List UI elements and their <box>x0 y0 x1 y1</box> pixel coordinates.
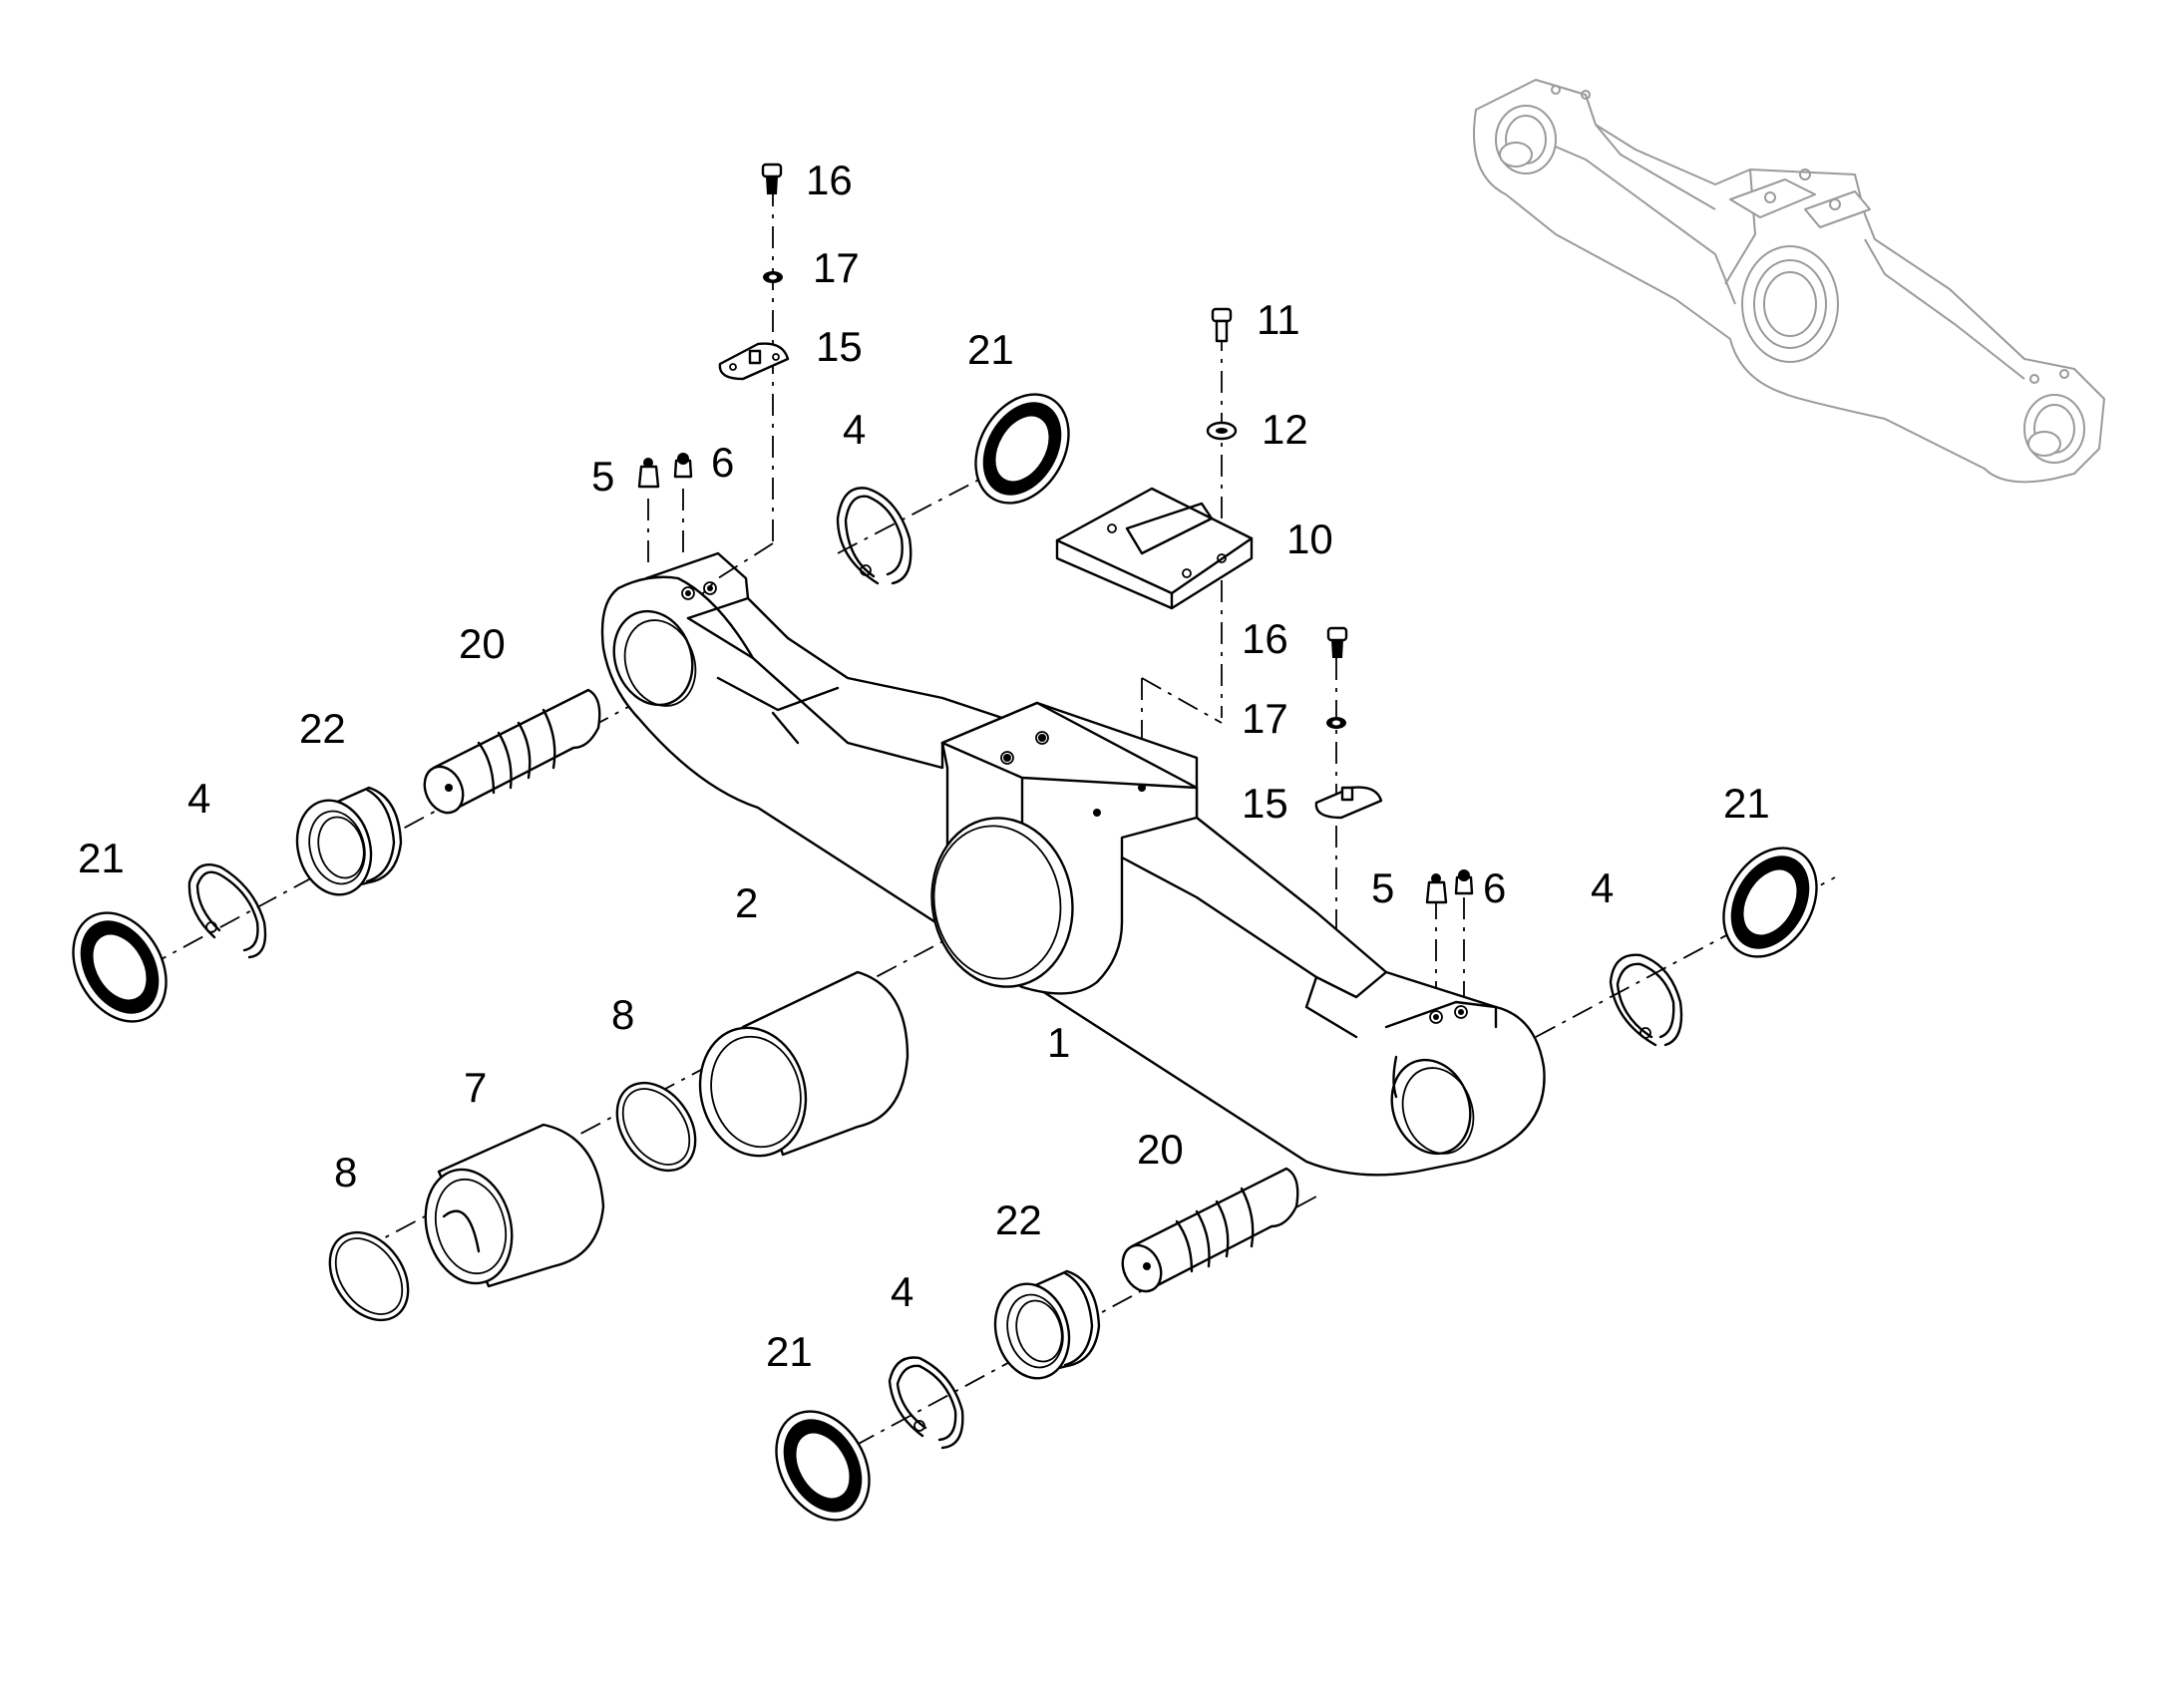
label-6-left: 6 <box>711 439 734 486</box>
pin-part-20-bottom <box>1121 1167 1299 1293</box>
label-17-right: 17 <box>1242 695 1288 742</box>
ring-part-8-lower <box>328 1230 410 1322</box>
label-5-left: 5 <box>591 453 614 500</box>
label-15-top: 15 <box>816 323 863 370</box>
label-20-left: 20 <box>459 620 506 667</box>
bearing-part-22-bottom <box>993 1269 1101 1380</box>
label-7: 7 <box>464 1064 487 1111</box>
ring-part-8-upper <box>615 1081 697 1173</box>
circlip-part-4-right <box>1609 953 1683 1047</box>
label-22-left: 22 <box>299 705 346 752</box>
washer-part-17-top <box>763 271 783 283</box>
circlip-part-4-bottom <box>888 1356 964 1450</box>
assembled-axle-inset <box>1473 79 2105 484</box>
seal-part-21-left <box>72 911 168 1023</box>
bushing-part-7 <box>424 1123 605 1288</box>
label-4-right: 4 <box>1591 864 1614 911</box>
seal-part-21-top <box>974 393 1070 505</box>
label-10: 10 <box>1286 515 1333 562</box>
label-15-right: 15 <box>1242 780 1288 827</box>
circlip-part-4-top <box>836 487 912 585</box>
part-number-labels: 16 17 15 21 4 5 6 11 12 10 16 17 15 21 4… <box>78 157 1770 1375</box>
label-16-right: 16 <box>1242 615 1288 662</box>
label-4-left: 4 <box>187 775 210 822</box>
label-21-bottom: 21 <box>766 1328 813 1375</box>
label-5-right: 5 <box>1371 864 1394 911</box>
label-6-right: 6 <box>1483 864 1506 911</box>
seal-part-21-right <box>1722 847 1818 958</box>
label-8-lower: 8 <box>334 1149 357 1196</box>
grease-fittings-part-5-6-left <box>637 453 693 489</box>
support-plate-part-10 <box>1055 487 1254 610</box>
label-21-left: 21 <box>78 835 125 881</box>
pin-part-20-left <box>423 688 601 815</box>
label-4-top: 4 <box>843 406 866 453</box>
bolt-part-16-top <box>761 163 783 194</box>
circlip-part-4-left <box>187 862 267 959</box>
label-22-bottom: 22 <box>995 1196 1042 1243</box>
washer-part-17-right <box>1326 717 1346 729</box>
label-11: 11 <box>1257 296 1300 343</box>
axle-housing-part-1 <box>600 551 1546 1177</box>
label-8-upper: 8 <box>611 991 634 1038</box>
label-2: 2 <box>735 879 758 926</box>
label-20-bottom: 20 <box>1137 1126 1184 1173</box>
cover-plate-part-15-right <box>1314 786 1383 820</box>
label-16-top: 16 <box>806 157 853 203</box>
seal-part-21-bottom <box>775 1410 871 1522</box>
bolt-part-11 <box>1211 307 1233 343</box>
label-21-top: 21 <box>967 326 1014 373</box>
grease-fittings-part-5-6-right <box>1425 869 1474 904</box>
bushing-part-2 <box>698 970 909 1158</box>
label-21-right: 21 <box>1723 780 1770 827</box>
washer-part-12 <box>1206 421 1238 441</box>
bolt-part-16-right <box>1326 626 1348 658</box>
label-12: 12 <box>1262 406 1308 453</box>
bearing-part-22-left <box>295 786 403 896</box>
label-4-bottom: 4 <box>891 1268 913 1315</box>
cover-plate-part-15-top <box>718 342 790 381</box>
label-1: 1 <box>1047 1019 1070 1066</box>
label-17-top: 17 <box>813 244 860 291</box>
